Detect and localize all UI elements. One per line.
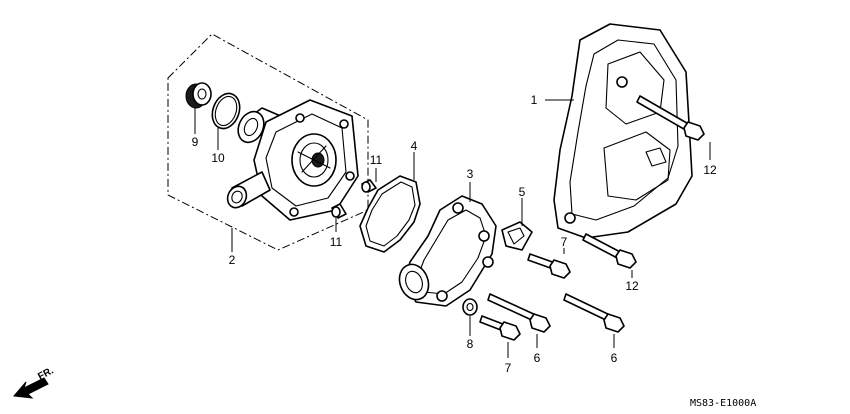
callout-part-1: 1 xyxy=(531,93,538,107)
leader-lines xyxy=(194,99,711,358)
callout-part-3: 3 xyxy=(467,167,474,181)
callout-labels: 1 2 3 4 5 6 6 7 7 8 9 10 11 11 12 12 xyxy=(192,93,717,375)
dowel-pin-upper xyxy=(361,179,377,193)
callout-part-9: 9 xyxy=(192,135,199,149)
callout-part-7-upper: 7 xyxy=(561,235,568,249)
callout-part-4: 4 xyxy=(411,139,418,153)
callout-part-11-upper: 11 xyxy=(370,153,383,167)
callout-part-5: 5 xyxy=(519,185,526,199)
direction-label: FR. xyxy=(36,365,56,382)
callout-part-6-right: 6 xyxy=(611,351,618,365)
callout-part-6-middle: 6 xyxy=(534,351,541,365)
flange-bolt-long-right xyxy=(563,293,625,333)
clamp-bracket-part xyxy=(501,221,533,251)
oil-seal-part xyxy=(185,82,212,109)
callout-part-12-upper: 12 xyxy=(703,163,717,177)
callout-part-8: 8 xyxy=(467,337,474,351)
arrow-icon xyxy=(13,377,49,399)
water-pump-body xyxy=(226,99,359,221)
water-pump-group xyxy=(167,33,369,251)
washer-part xyxy=(462,298,478,316)
gasket-part xyxy=(359,175,421,253)
flange-bolt-short-upper xyxy=(527,253,571,279)
o-ring-part xyxy=(211,92,241,130)
cover-bolt-upper xyxy=(636,95,705,141)
callout-part-10: 10 xyxy=(211,151,225,165)
flange-bolt-long-middle xyxy=(487,293,551,333)
callout-part-11-lower: 11 xyxy=(330,235,343,249)
dowel-pin-lower xyxy=(331,203,347,219)
side-cover-part xyxy=(553,23,693,239)
front-direction-arrow: FR. xyxy=(13,365,56,399)
pump-cover-part xyxy=(398,195,497,307)
diagram-code: MS83-E1000A xyxy=(690,398,756,409)
callout-part-12-lower: 12 xyxy=(625,279,639,293)
cover-bolt-lower xyxy=(582,233,637,269)
callout-part-7-lower: 7 xyxy=(505,361,512,375)
flange-bolt-short-lower xyxy=(479,315,521,341)
callout-part-2: 2 xyxy=(229,253,236,267)
